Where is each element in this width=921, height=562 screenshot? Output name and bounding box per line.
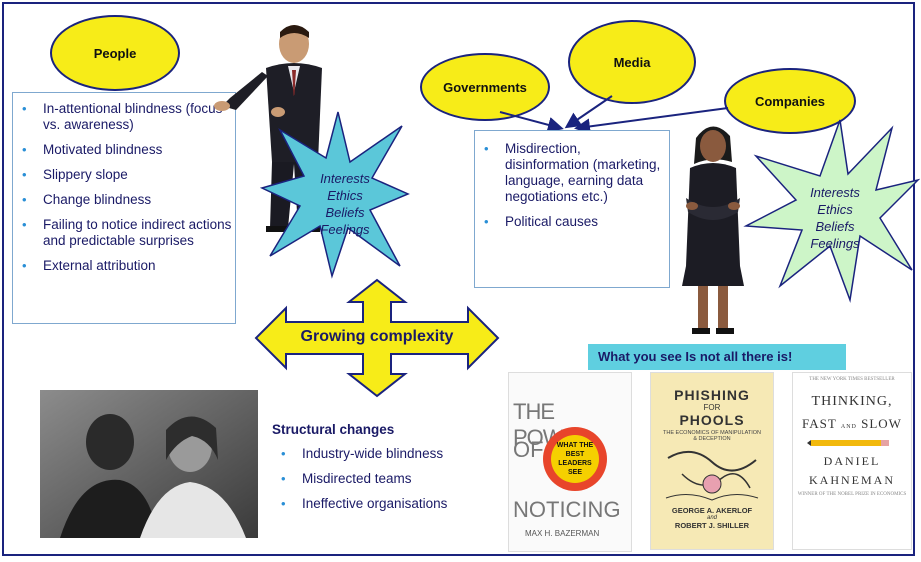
list-item: Misdirection, disinformation (marketing,…	[475, 141, 669, 205]
book-title: THINKING,	[811, 394, 893, 409]
book-author: ROBERT J. SHILLER	[674, 521, 750, 530]
right-star-text: Interests Ethics Beliefs Feelings	[790, 184, 880, 252]
book-subtitle: THE ECONOMICS OF MANIPULATION & DECEPTIO…	[663, 430, 761, 442]
left-star-text: Interests Ethics Beliefs Feelings	[300, 170, 390, 238]
book-author: KAHNEMAN	[809, 473, 895, 487]
media-oval: Media	[568, 20, 696, 104]
star-word: Ethics	[817, 202, 853, 217]
growing-complexity-label: Growing complexity	[300, 328, 454, 345]
banner: What you see Is not all there is!	[588, 344, 846, 370]
governments-oval: Governments	[420, 53, 550, 121]
book-title: NOTICING	[513, 497, 621, 522]
list-item: Ineffective organisations	[272, 496, 492, 512]
four-way-arrow	[254, 278, 500, 398]
book-author: GEORGE A. AKERLOF	[671, 506, 753, 515]
book-title: PHOOLS	[679, 412, 745, 428]
book-illustration	[665, 451, 759, 501]
book-badge: WHAT THE BEST LEADERS SEE	[543, 427, 607, 491]
right-star-burst	[743, 119, 920, 303]
list-item: Motivated blindness	[13, 142, 235, 158]
list-item: Slippery slope	[13, 167, 235, 183]
book-title: OF	[513, 437, 544, 462]
book-phishing-for-phools: PHISHING FOR PHOOLS THE ECONOMICS OF MAN…	[650, 372, 774, 550]
star-word: Interests	[810, 185, 860, 200]
people-label: People	[93, 45, 137, 61]
book-title-slow: SLOW	[861, 416, 902, 431]
structural-title: Structural changes	[272, 422, 395, 437]
book-title-fast: FAST	[802, 416, 837, 431]
list-item: Change blindness	[13, 192, 235, 208]
people-list: In-attentional blindness (focus vs. awar…	[13, 101, 235, 274]
companies-oval: Companies	[724, 68, 856, 134]
star-word: Beliefs	[815, 219, 855, 234]
book-title: PHISHING	[674, 387, 750, 403]
list-item: In-attentional blindness (focus vs. awar…	[13, 101, 235, 133]
companies-arrow	[574, 107, 729, 135]
book-author: DANIEL	[823, 454, 881, 468]
structural-list: Industry-wide blindness Misdirected team…	[272, 446, 492, 512]
people-list-box: In-attentional blindness (focus vs. awar…	[12, 92, 236, 324]
star-word: Feelings	[320, 222, 370, 237]
book-title-line2: FAST AND SLOW	[793, 416, 911, 432]
pencil-icon	[807, 440, 889, 446]
companies-label: Companies	[754, 93, 826, 109]
media-label: Media	[613, 54, 651, 70]
badge-text: WHAT THE BEST LEADERS SEE	[551, 435, 599, 483]
list-item: Industry-wide blindness	[272, 446, 492, 462]
left-star-burst	[260, 111, 410, 279]
slide-frame	[2, 2, 915, 556]
governments-arrow	[499, 111, 564, 133]
list-item: External attribution	[13, 258, 235, 274]
list-item: Misdirected teams	[272, 471, 492, 487]
star-word: Feelings	[810, 236, 860, 251]
book-tagline: WINNER OF THE NOBEL PRIZE IN ECONOMICS	[797, 492, 907, 497]
book-author: MAX H. BAZERMAN	[525, 529, 600, 538]
list-item: Political causes	[475, 214, 669, 230]
people-oval: People	[50, 15, 180, 91]
meeting-photo	[40, 390, 258, 538]
book-title-and: AND	[840, 424, 857, 430]
list-item: Failing to notice indirect actions and p…	[13, 217, 235, 249]
governments-label: Governments	[443, 79, 527, 95]
book-title: FOR	[703, 403, 721, 412]
structural-list-box: Industry-wide blindness Misdirected team…	[272, 446, 492, 521]
star-word: Interests	[320, 171, 370, 186]
media-arrow	[564, 95, 613, 129]
book-and: and	[706, 515, 717, 521]
book-thinking-fast-and-slow: THE NEW YORK TIMES BESTSELLER THINKING, …	[792, 372, 912, 550]
book-power-of-noticing: THE POWER OF WHAT THE BEST LEADERS SEE N…	[508, 372, 632, 552]
book-top-line: THE NEW YORK TIMES BESTSELLER	[809, 377, 895, 382]
businesswoman-photo	[682, 126, 744, 334]
media-list-box: Misdirection, disinformation (marketing,…	[474, 130, 670, 288]
star-word: Beliefs	[325, 205, 365, 220]
media-list: Misdirection, disinformation (marketing,…	[475, 141, 669, 230]
star-word: Ethics	[327, 188, 363, 203]
